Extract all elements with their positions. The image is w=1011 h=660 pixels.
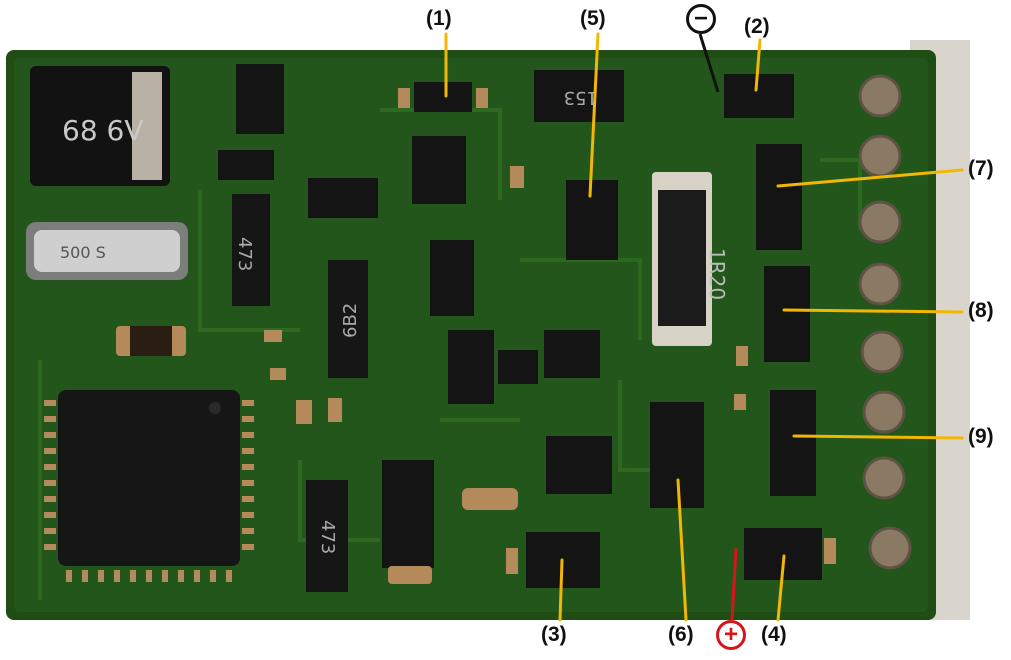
- label-9: (9): [968, 425, 994, 448]
- plus-sign: +: [716, 620, 746, 650]
- label-8: (8): [968, 299, 994, 322]
- label-3: (3): [541, 623, 567, 646]
- svg-text:473: 473: [234, 237, 255, 271]
- label-2: (2): [744, 15, 770, 38]
- crystal-marking: 500 S: [60, 243, 106, 262]
- svg-text:473: 473: [317, 520, 338, 554]
- big-resistor-marking: 1R20: [705, 248, 729, 300]
- resistor-array-bottom: [306, 480, 348, 592]
- resistor-array-mid: [328, 260, 368, 378]
- capacitor-marking: 68 6V: [62, 114, 144, 147]
- svg-text:6B2: 6B2: [340, 303, 361, 338]
- label-7: (7): [968, 157, 994, 180]
- label-4: (4): [761, 623, 787, 646]
- resistor-array-top: [232, 194, 270, 306]
- label-1: (1): [426, 7, 452, 30]
- minus-sign: −: [686, 4, 716, 34]
- label-6: (6): [668, 623, 694, 646]
- label-5: (5): [580, 7, 606, 30]
- top-chip-marking: 153: [564, 87, 598, 108]
- microcontroller: [58, 390, 240, 566]
